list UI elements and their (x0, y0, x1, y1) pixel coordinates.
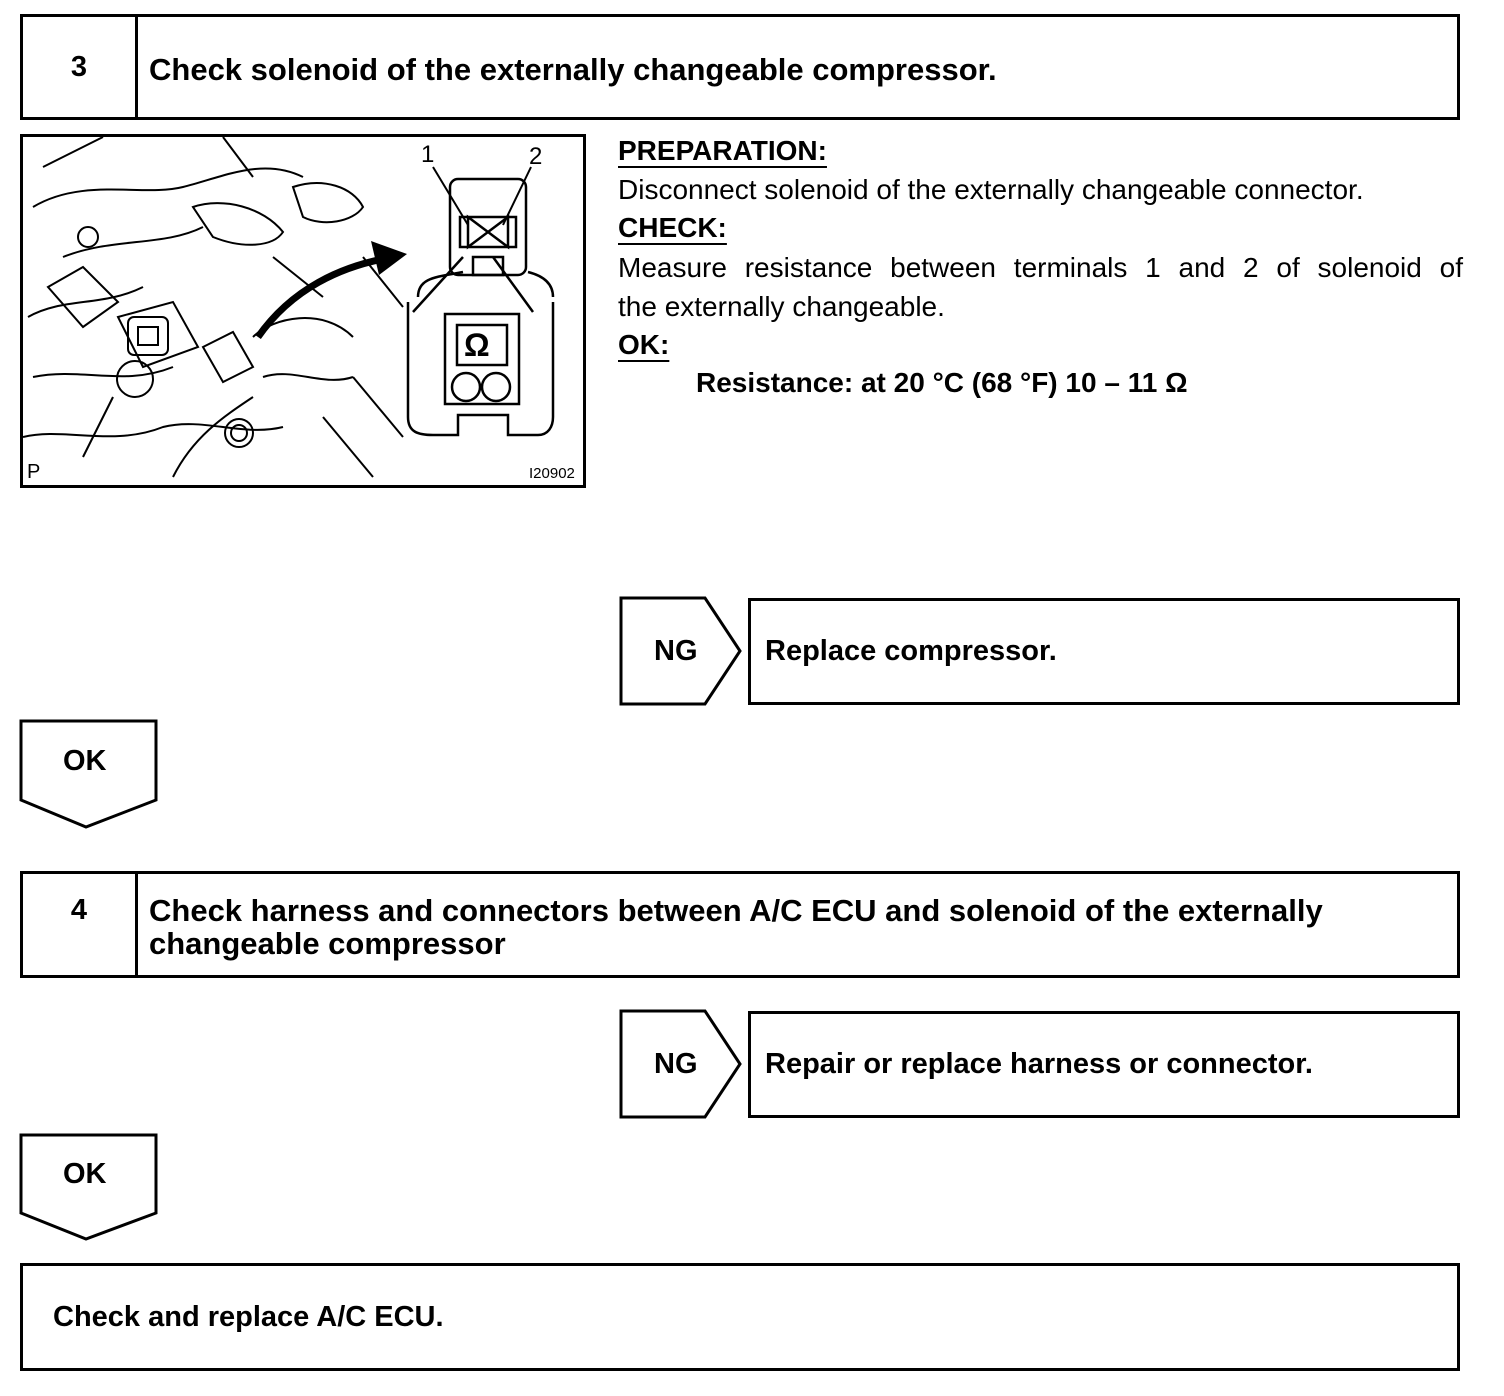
figure-code: I20902 (529, 465, 575, 482)
ng-action-step-3: Replace compressor. (748, 598, 1460, 705)
ok-arrow-step-3 (19, 719, 158, 829)
step-4-title-line-2: changeable compressor (149, 926, 506, 961)
ohm-symbol: Ω (464, 327, 490, 363)
ok-label: OK: (618, 329, 670, 360)
step-3-header: 3 Check solenoid of the externally chang… (20, 14, 1460, 120)
terminal-1-label: 1 (421, 141, 435, 168)
resistance-spec: Resistance: at 20 °C (68 °F) 10 – 11 Ω (696, 367, 1188, 398)
step-3-title: Check solenoid of the externally changea… (149, 52, 997, 87)
ng-label-step-3: NG (654, 635, 698, 667)
ng-action-step-3-text: Replace compressor. (765, 635, 1057, 667)
terminal-2-label: 2 (529, 143, 543, 170)
ok-label-step-3: OK (63, 745, 107, 777)
final-action-text: Check and replace A/C ECU. (53, 1300, 444, 1333)
final-action-box: Check and replace A/C ECU. (20, 1263, 1460, 1371)
check-text-line-2: the externally changeable. (618, 291, 945, 322)
preparation-label: PREPARATION: (618, 135, 827, 166)
figure-connector-illustration: 1 2 Ω P I20902 (20, 134, 586, 488)
check-text-line-1: Measure resistance between terminals 1 a… (618, 252, 1463, 283)
ng-action-step-4: Repair or replace harness or connector. (748, 1011, 1460, 1118)
ok-arrow-step-4 (19, 1133, 158, 1241)
ng-action-step-4-text: Repair or replace harness or connector. (765, 1048, 1313, 1080)
step-4-header: 4 Check harness and connectors between A… (20, 871, 1460, 978)
figure-corner-letter: P (27, 461, 41, 483)
preparation-text: Disconnect solenoid of the externally ch… (618, 174, 1364, 205)
ng-chevron-step-3 (619, 596, 742, 706)
engine-drawing (23, 137, 555, 478)
check-label: CHECK: (618, 212, 727, 243)
ng-chevron-step-4 (619, 1009, 742, 1119)
step-4-title-line-1: Check harness and connectors between A/C… (149, 893, 1323, 928)
ok-label-step-4: OK (63, 1158, 107, 1190)
step-4-number: 4 (23, 874, 138, 975)
ng-label-step-4: NG (654, 1048, 698, 1080)
step-3-number: 3 (23, 17, 138, 117)
